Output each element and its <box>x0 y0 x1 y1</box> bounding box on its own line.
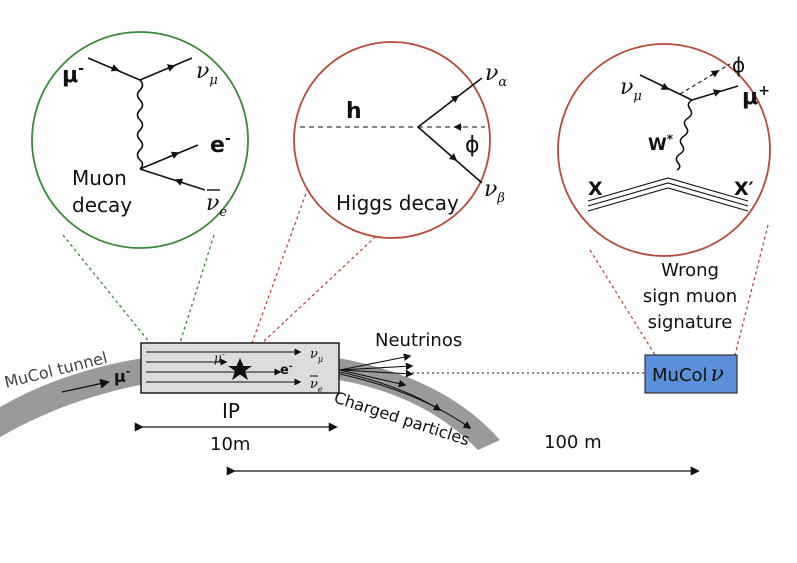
w-star-label: W* <box>648 132 674 155</box>
mucol-v-box <box>644 354 738 394</box>
ip-star <box>228 358 252 380</box>
wrong-sign-label-3: signature <box>648 312 733 333</box>
dist-100m-label: 100 m <box>544 432 602 453</box>
nu-beta-label: νβ <box>484 177 505 206</box>
neutrinos-label: Neutrinos <box>375 330 462 351</box>
detector-nubar-e-label: νe <box>310 377 323 394</box>
wrong-sign-circle <box>557 43 771 257</box>
wrong-sign-zoom-lines <box>589 224 769 356</box>
mucol-tunnel <box>0 350 500 450</box>
x-label: X <box>588 178 603 200</box>
nu-alpha-label: να <box>485 61 507 90</box>
higgs-h-label: h <box>346 99 362 124</box>
wrong-sign-label-1: Wrong <box>661 260 719 281</box>
neutrino-fan <box>339 353 645 429</box>
nu-mu-label: νμ <box>196 59 218 88</box>
wrong-sign-phi-label: ϕ <box>732 53 745 77</box>
wrong-sign-label-2: sign muon <box>643 286 737 307</box>
beam-arrow <box>61 378 110 393</box>
dist-10m-label: 10m <box>210 434 250 455</box>
ip-label: IP <box>222 399 240 423</box>
anti-nu-e-label: νe <box>206 191 227 220</box>
electron-label: e- <box>210 131 231 158</box>
detector-nu-mu-label: νμ <box>310 347 323 364</box>
muon-decay-feynman <box>87 57 206 191</box>
higgs-phi-label: ϕ <box>465 133 480 158</box>
muon-zoom-lines <box>62 234 215 344</box>
higgs-decay-label: Higgs decay <box>336 191 459 215</box>
detector-e-label: e- <box>280 362 293 378</box>
wrong-sign-mu-label: μ+ <box>742 83 770 110</box>
muon-in-label: μ- <box>62 61 84 88</box>
wrong-sign-feynman <box>587 63 749 212</box>
higgs-decay-circle <box>293 41 491 239</box>
x-prime-label: X′ <box>734 178 754 200</box>
higgs-decay-feynman <box>300 77 485 184</box>
beam-mu-label: μ- <box>114 365 130 386</box>
detector-tracks <box>146 348 302 386</box>
muon-decay-label-1: Muon <box>72 166 127 190</box>
detector-mu-label: μ- <box>214 350 225 365</box>
detector-box <box>140 342 340 394</box>
muon-decay-label-2: decay <box>72 193 132 217</box>
wrong-sign-nu-label: νμ <box>620 75 642 104</box>
